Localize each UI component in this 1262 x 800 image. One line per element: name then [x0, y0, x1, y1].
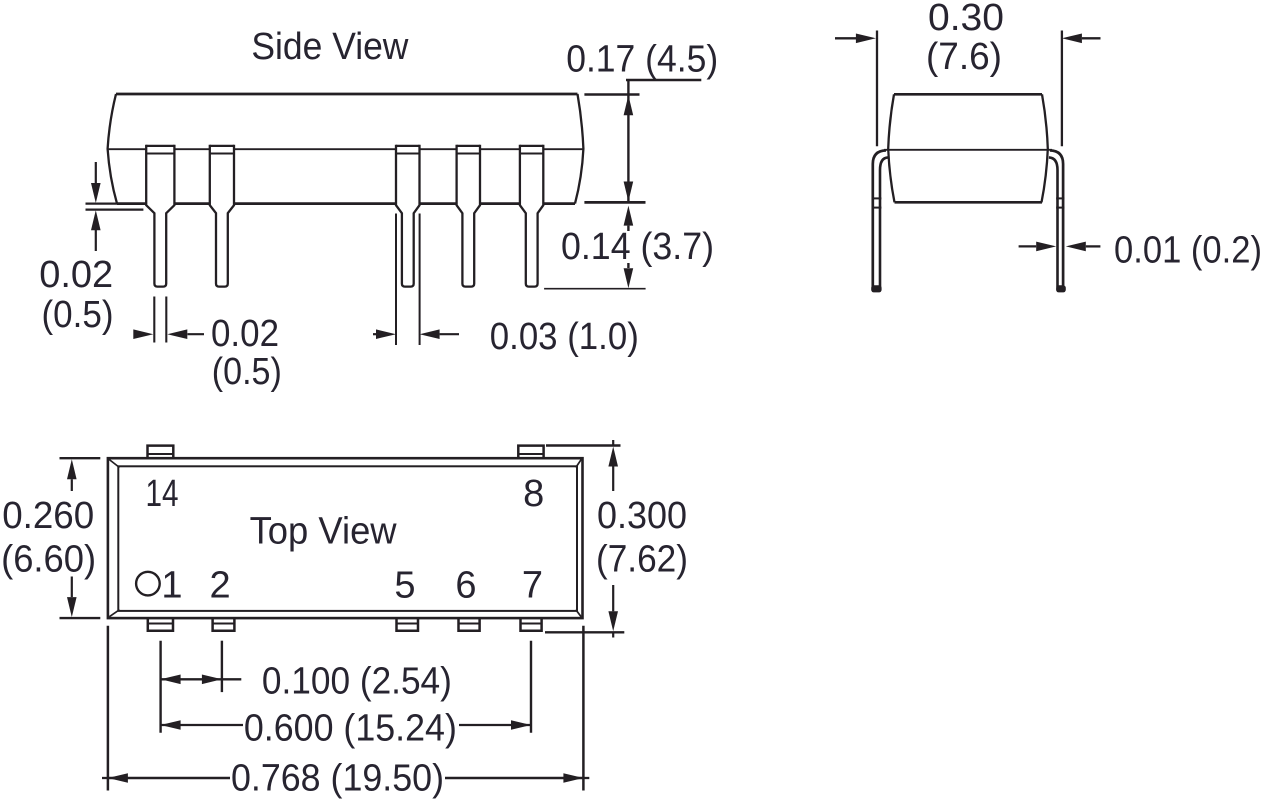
svg-text:8: 8 — [523, 473, 544, 515]
svg-text:14: 14 — [146, 473, 179, 515]
svg-text:5: 5 — [394, 565, 415, 607]
svg-text:0.30: 0.30 — [928, 0, 1004, 39]
svg-text:7: 7 — [522, 565, 543, 607]
svg-text:(0.5): (0.5) — [212, 351, 282, 393]
svg-text:0.17 (4.5): 0.17 (4.5) — [566, 38, 718, 80]
svg-text:0.02: 0.02 — [211, 313, 279, 355]
svg-text:1: 1 — [161, 565, 182, 607]
svg-text:0.02: 0.02 — [39, 254, 113, 296]
svg-text:0.600 (15.24): 0.600 (15.24) — [244, 708, 457, 750]
svg-text:6: 6 — [455, 565, 476, 607]
svg-text:(0.5): (0.5) — [42, 294, 114, 336]
svg-text:(6.60): (6.60) — [1, 539, 96, 581]
svg-text:0.01 (0.2): 0.01 (0.2) — [1114, 230, 1262, 272]
svg-text:0.03 (1.0): 0.03 (1.0) — [490, 316, 639, 358]
svg-text:2: 2 — [210, 565, 231, 607]
svg-text:Top View: Top View — [250, 511, 398, 553]
svg-text:0.260: 0.260 — [2, 495, 94, 537]
svg-text:(7.6): (7.6) — [926, 36, 1002, 78]
svg-text:0.768 (19.50): 0.768 (19.50) — [231, 757, 444, 799]
svg-text:Side View: Side View — [251, 26, 409, 68]
svg-text:0.100 (2.54): 0.100 (2.54) — [262, 660, 452, 702]
svg-text:0.14 (3.7): 0.14 (3.7) — [561, 226, 714, 268]
svg-text:(7.62): (7.62) — [596, 539, 688, 581]
svg-text:0.300: 0.300 — [597, 495, 687, 537]
